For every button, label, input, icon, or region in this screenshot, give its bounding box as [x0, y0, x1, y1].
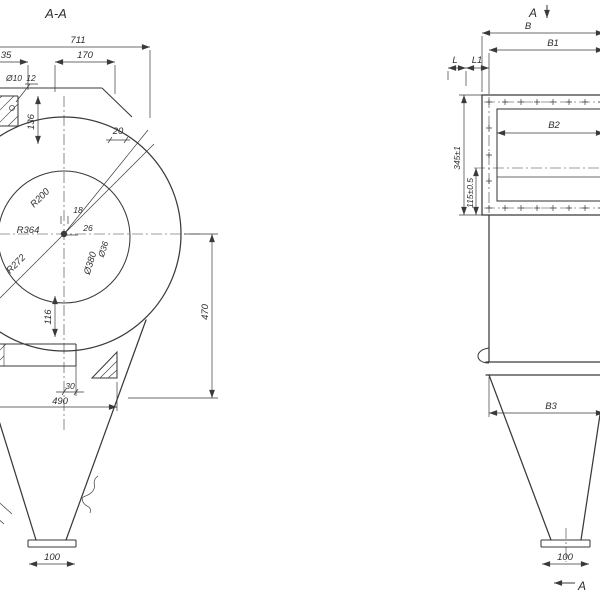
bolt-hole-crosses — [486, 99, 600, 211]
extension-lines-left — [15, 50, 218, 411]
left-view-section: A-A — [0, 6, 218, 567]
hanger-hook-detail — [81, 475, 99, 514]
dim-711-label: 711 — [70, 35, 85, 46]
radius-r364-label: R364 — [17, 225, 40, 236]
hub-center-dot — [60, 230, 68, 238]
dim-35-label: 35 — [1, 50, 12, 61]
dim-100-left-label: 100 — [44, 552, 61, 563]
centerlines-left — [0, 96, 202, 432]
dim-170-label: 170 — [77, 50, 94, 61]
bottom-outlet-hatch — [0, 343, 7, 366]
dim-L1-label: L1 — [472, 55, 483, 66]
outlet-flange-top — [0, 95, 19, 127]
gusset-bracket — [90, 350, 118, 379]
dim-ticks-20 — [107, 136, 129, 144]
extension-lines-right — [447, 36, 490, 417]
hole-callout-label: Ø10 — [5, 73, 22, 83]
side-lug-detail — [477, 347, 490, 364]
dim-B2-label: B2 — [548, 120, 560, 131]
gusset-hatch — [99, 360, 118, 379]
dim-B1-label: B1 — [547, 38, 559, 49]
section-title: A-A — [44, 6, 67, 21]
inlet-flange-opening — [496, 108, 600, 202]
right-view-elevation: A A B B1 L L1 B2 345±1 115±0.5 — [447, 5, 600, 593]
cone-walls-left — [0, 319, 147, 541]
hub-ticks — [60, 216, 78, 236]
dim-30-label: 30 — [65, 381, 75, 391]
dim-115-label: 115±0.5 — [465, 178, 475, 208]
dim-18-label: 18 — [73, 205, 83, 215]
bolt-circle-centerlines — [474, 97, 600, 213]
dim-345-label: 345±1 — [452, 146, 462, 170]
inlet-flange-outer — [481, 94, 600, 216]
outlet-flange-top-hatch — [0, 95, 19, 127]
edge-cut-detail — [0, 502, 13, 525]
dia-36-label: Ø36 — [96, 240, 111, 260]
bottom-flange-left — [27, 539, 77, 548]
impeller-inner-circle — [0, 170, 131, 304]
dim-100-right-label: 100 — [557, 552, 574, 563]
hole-count-label: 12 — [26, 73, 36, 83]
dim-26-label: 26 — [82, 223, 93, 233]
volute-outer-circle — [0, 116, 182, 352]
section-arrow-bottom-label: A — [577, 579, 586, 593]
dim-470-label: 470 — [200, 303, 211, 320]
girth-band — [485, 361, 600, 376]
dim-20-label: 20 — [112, 126, 124, 137]
dim-116-label: 116 — [43, 309, 54, 325]
bottom-outlet-box — [0, 343, 77, 367]
cone-walls-right — [488, 374, 600, 541]
volute-scroll-top — [0, 87, 133, 118]
dim-136-label: 136 — [26, 113, 37, 130]
bolt-hole — [9, 105, 15, 111]
dim-490-label: 490 — [52, 396, 69, 407]
dim-B-label: B — [525, 21, 532, 32]
section-arrow-top-label: A — [528, 6, 537, 20]
bottom-flange-right — [540, 539, 591, 548]
dim-B3-label: B3 — [545, 401, 557, 412]
radius-r200-label: R200 — [28, 186, 52, 210]
dim-L-label: L — [452, 55, 457, 66]
